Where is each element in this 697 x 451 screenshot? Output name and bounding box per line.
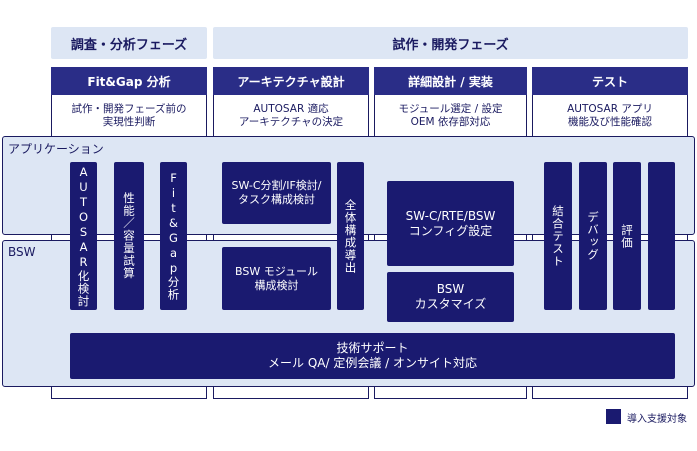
column-desc-test: AUTOSAR アプリ機能及び性能確認 <box>567 103 653 128</box>
phase-research-analysis: 調査・分析フェーズ <box>51 27 207 59</box>
column-header-fitgap: Fit&Gap 分析 <box>51 67 207 95</box>
column-desc-architecture: AUTOSAR 適応アーキテクチャの決定 <box>238 103 344 128</box>
block-technical-support: 技術サポートメール QA/ 定例会議 / オンサイト対応 <box>70 333 675 379</box>
bsw-layer-label: BSW <box>8 245 36 259</box>
block-evaluation: 評価 <box>613 162 641 310</box>
block-swc-split: SW-C分割/IF検討/タスク構成検討 <box>222 162 331 224</box>
block-performance-estimate: 性能／容量試算 <box>114 162 144 310</box>
column-desc-fitgap: 試作・開発フェーズ前の実現性判断 <box>71 103 187 128</box>
legend-label: 導入支援対象 <box>627 414 687 425</box>
block-autosar-study: AUTOSAR化検討 <box>70 162 97 310</box>
block-bsw-module: BSW モジュール構成検討 <box>222 247 331 310</box>
block-integration-test: 結合テスト <box>544 162 572 310</box>
application-layer-label: アプリケーション <box>8 142 104 156</box>
phase-prototype-development: 試作・開発フェーズ <box>213 27 688 59</box>
block-debug: デバッグ <box>579 162 607 310</box>
column-header-test: テスト <box>532 67 688 95</box>
block-fitgap-analysis: Fit&Gap分析 <box>160 162 187 310</box>
block-blank <box>648 162 675 310</box>
column-header-architecture: アーキテクチャ設計 <box>213 67 369 95</box>
column-header-detail-design: 詳細設計 / 実装 <box>374 67 527 95</box>
block-overall-configuration: 全体構成導出 <box>337 162 364 310</box>
legend-swatch <box>606 409 621 424</box>
